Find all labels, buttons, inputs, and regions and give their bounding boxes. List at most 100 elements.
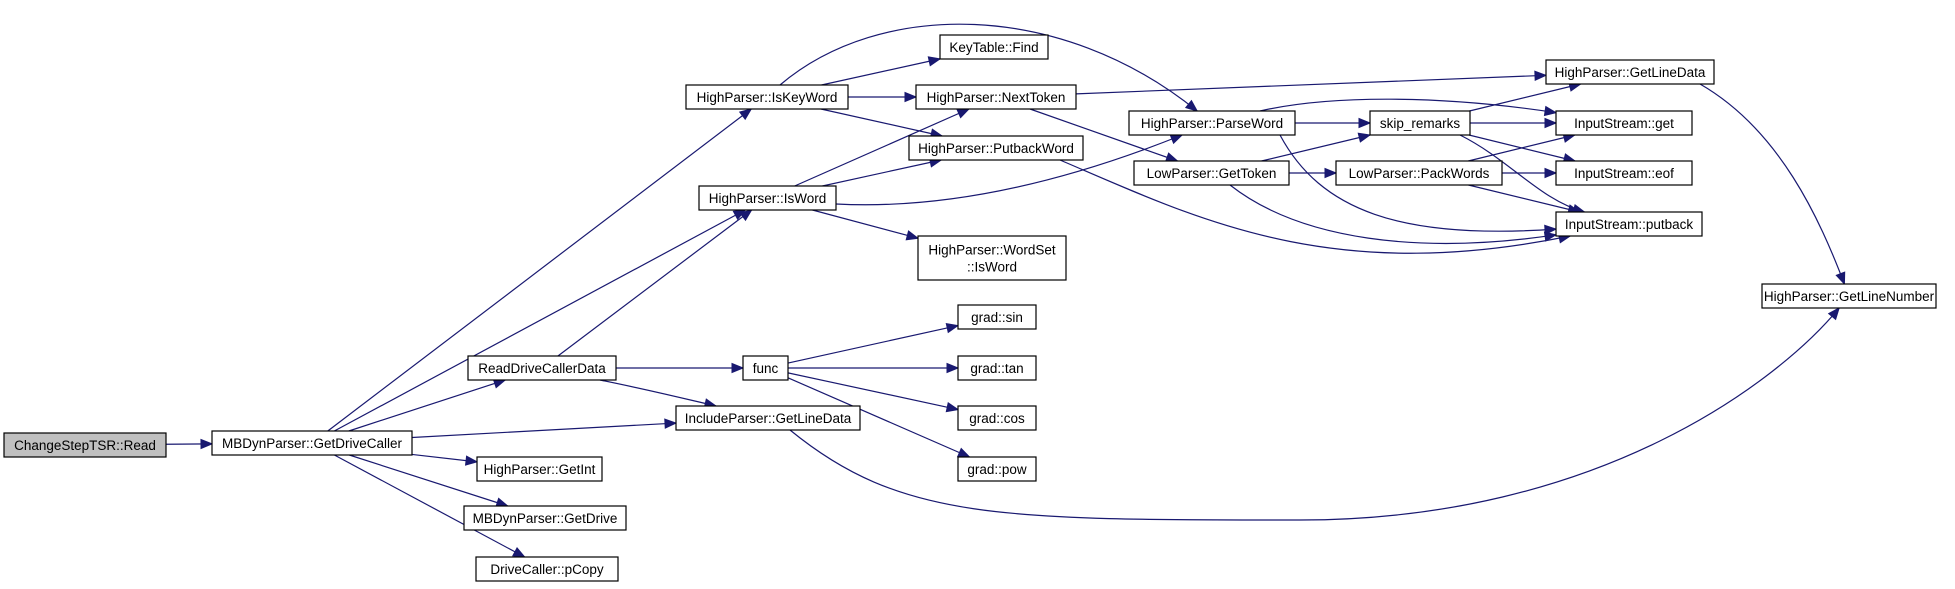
edge-n1-n2-line	[327, 108, 752, 432]
edge-n13-n14-arrowhead	[945, 322, 960, 334]
node-label: KeyTable::Find	[949, 40, 1038, 55]
edge-n21-n24-arrowhead	[1544, 167, 1558, 179]
node-grad-pow[interactable]: grad::pow	[957, 456, 1037, 482]
node-highparser-parseword[interactable]: HighParser::ParseWord	[1128, 110, 1296, 136]
edge-n18-n25	[1279, 134, 1558, 236]
edge-n1-n8-line	[334, 454, 525, 558]
edge-n10-n22	[1075, 70, 1548, 95]
node-label: InputStream::eof	[1574, 166, 1674, 181]
edge-n18-n23	[1259, 98, 1558, 117]
node-drivecaller-pcopy[interactable]: DriveCaller::pCopy	[475, 556, 619, 582]
node-lowparser-gettoken[interactable]: LowParser::GetToken	[1133, 160, 1290, 186]
node-grad-tan[interactable]: grad::tan	[957, 355, 1037, 381]
node-func[interactable]: func	[742, 355, 789, 381]
node-grad-sin[interactable]: grad::sin	[957, 304, 1037, 330]
node-label: skip_remarks	[1380, 116, 1461, 131]
edge-n20-n23-arrowhead	[1544, 117, 1558, 129]
node-label: grad::pow	[967, 462, 1027, 477]
edge-n0-n1	[165, 438, 214, 450]
node-label: InputStream::get	[1574, 116, 1674, 131]
edge-n19-n20-line	[1261, 134, 1371, 162]
node-inputstream-eof[interactable]: InputStream::eof	[1555, 160, 1693, 186]
node-box-inputstream-eof	[1555, 160, 1693, 186]
edge-n2-n18-arrowhead	[1184, 99, 1199, 112]
node-highparser-nexttoken[interactable]: HighParser::NextToken	[915, 84, 1077, 110]
edge-n3-n18-arrowhead	[1169, 134, 1184, 145]
node-box-highparser-getlinedata	[1545, 59, 1715, 85]
edge-n10-n19-line	[1029, 108, 1178, 162]
node-highparser-wordset-isword[interactable]: HighParser::WordSet::IsWord	[917, 235, 1067, 281]
edge-n5-n26-line	[789, 307, 1840, 521]
edge-n3-n18-line	[835, 134, 1183, 206]
edge-n4-n5	[599, 379, 718, 409]
edge-n3-n10-line	[794, 108, 970, 187]
edge-n21-n25-line	[1468, 184, 1580, 213]
node-box-skip-remarks	[1369, 110, 1471, 136]
node-mbdynparser-getdrive[interactable]: MBDynParser::GetDrive	[463, 505, 627, 531]
node-box-mbdynparser-getdrivecaller	[211, 430, 413, 456]
node-box-func	[742, 355, 789, 381]
edge-n1-n5	[411, 418, 678, 439]
node-readdrivecallerdata[interactable]: ReadDriveCallerData	[467, 355, 617, 381]
node-box-highparser-getlinenumber	[1761, 283, 1937, 309]
node-box-grad-sin	[957, 304, 1037, 330]
edge-n1-n6	[411, 453, 479, 466]
edge-n2-n10-arrowhead	[904, 91, 918, 103]
node-inputstream-get[interactable]: InputStream::get	[1555, 110, 1693, 136]
node-highparser-putbackword[interactable]: HighParser::PutbackWord	[908, 135, 1084, 161]
node-highparser-iskeyword[interactable]: HighParser::IsKeyWord	[685, 84, 849, 110]
node-box-changesteptsr-read	[3, 432, 167, 458]
node-inputstream-putback[interactable]: InputStream::putback	[1555, 211, 1703, 237]
node-label: IncludeParser::GetLineData	[685, 411, 852, 426]
edge-n1-n5-arrowhead	[664, 418, 678, 429]
edge-n2-n11	[820, 108, 944, 139]
edge-n1-n6-arrowhead	[464, 455, 479, 466]
node-box-inputstream-putback	[1555, 211, 1703, 237]
node-changesteptsr-read[interactable]: ChangeStepTSR::Read	[3, 432, 167, 458]
edge-n2-n18	[779, 23, 1199, 112]
edge-n20-n22-line	[1469, 83, 1581, 112]
node-label: DriveCaller::pCopy	[490, 562, 604, 577]
node-skip-remarks[interactable]: skip_remarks	[1369, 110, 1471, 136]
edge-n18-n20-arrowhead	[1358, 117, 1372, 129]
node-highparser-isword[interactable]: HighParser::IsWord	[698, 185, 837, 211]
edge-n18-n25-line	[1279, 134, 1557, 232]
node-highparser-getint[interactable]: HighParser::GetInt	[476, 456, 603, 482]
edge-n1-n2-arrowhead	[738, 108, 753, 121]
edge-n10-n19-arrowhead	[1164, 152, 1179, 163]
node-label: grad::sin	[971, 310, 1023, 325]
node-box-highparser-parseword	[1128, 110, 1296, 136]
edge-n18-n23-arrowhead	[1543, 105, 1558, 117]
edge-n18-n25-arrowhead	[1544, 224, 1558, 236]
node-label: MBDynParser::GetDriveCaller	[222, 436, 403, 451]
edge-n21-n24	[1502, 167, 1558, 179]
node-box-highparser-wordset-isword	[917, 235, 1067, 281]
node-box-highparser-nexttoken	[915, 84, 1077, 110]
node-mbdynparser-getdrivecaller[interactable]: MBDynParser::GetDriveCaller	[211, 430, 413, 456]
edge-n13-n15	[788, 362, 960, 374]
edge-n4-n5-line	[599, 379, 717, 407]
node-lowparser-packwords[interactable]: LowParser::PackWords	[1335, 160, 1503, 186]
node-label: HighParser::IsKeyWord	[697, 90, 838, 105]
node-box-highparser-putbackword	[908, 135, 1084, 161]
node-label: MBDynParser::GetDrive	[473, 511, 618, 526]
edge-n18-n23-line	[1259, 98, 1557, 114]
node-box-lowparser-gettoken	[1133, 160, 1290, 186]
edge-n13-n17-line	[787, 377, 970, 458]
edge-n4-n3	[557, 209, 753, 357]
node-box-highparser-getint	[476, 456, 603, 482]
node-box-keytable-find	[939, 34, 1049, 60]
node-label: HighParser::NextToken	[927, 90, 1066, 105]
node-grad-cos[interactable]: grad::cos	[957, 405, 1037, 431]
edge-n13-n16-line	[787, 372, 959, 411]
node-box-drivecaller-pcopy	[475, 556, 619, 582]
node-box-grad-pow	[957, 456, 1037, 482]
node-highparser-getlinenumber[interactable]: HighParser::GetLineNumber	[1761, 283, 1937, 309]
edge-n13-n17-arrowhead	[956, 447, 971, 458]
node-label: LowParser::GetToken	[1147, 166, 1277, 181]
node-highparser-getlinedata[interactable]: HighParser::GetLineData	[1545, 59, 1715, 85]
edge-n1-n4-line	[348, 379, 506, 432]
node-includeparser-getlinedata[interactable]: IncludeParser::GetLineData	[675, 405, 861, 431]
node-keytable-find[interactable]: KeyTable::Find	[939, 34, 1049, 60]
